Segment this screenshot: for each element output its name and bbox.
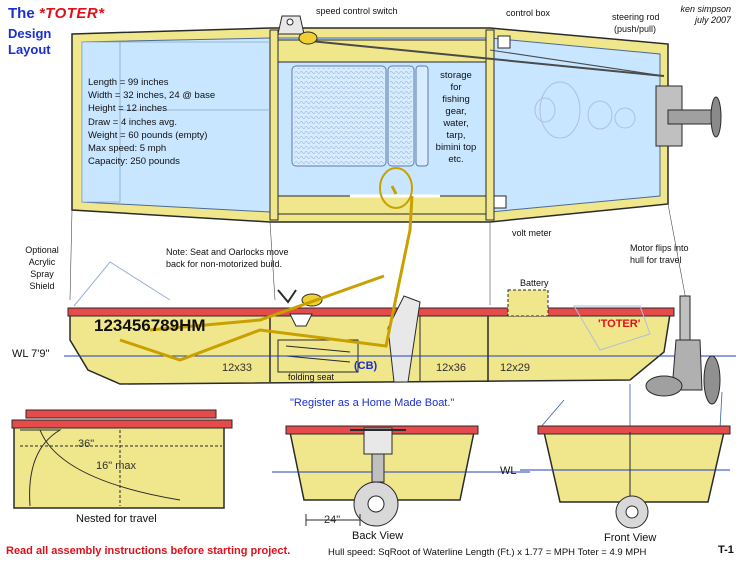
storage-line: bimini top bbox=[435, 142, 477, 153]
back-view-width: 24" bbox=[324, 514, 341, 526]
author-block: ken simpson july 2007 bbox=[680, 4, 731, 26]
storage-line: water, bbox=[443, 118, 469, 129]
spec-width: Width = 32 inches, 24 @ base bbox=[88, 90, 216, 102]
hull-name-mark: 'TOTER' bbox=[598, 318, 641, 330]
storage-line: tarp, bbox=[446, 130, 466, 141]
nested-view bbox=[11, 409, 233, 509]
storage-line: for bbox=[450, 82, 462, 93]
sheet-number: T-1 bbox=[718, 544, 734, 556]
note-line-2: back for non-motorized build. bbox=[166, 259, 283, 269]
callout-control-box: control box bbox=[506, 8, 551, 18]
back-view-caption: Back View bbox=[352, 530, 404, 542]
shield-line-3: Spray bbox=[30, 269, 54, 279]
motor-line-1: Motor flips into bbox=[630, 243, 689, 253]
shield-line-4: Shield bbox=[29, 281, 55, 291]
callout-volt-meter: volt meter bbox=[512, 228, 552, 238]
spec-max-speed: Max speed: 5 mph bbox=[88, 143, 167, 155]
spec-length: Length = 99 inches bbox=[88, 77, 169, 88]
waterline-label: WL 7'9" bbox=[12, 348, 50, 360]
title: The *TOTER* bbox=[8, 5, 105, 22]
top-view bbox=[69, 15, 722, 305]
instructions-note: Read all assembly instructions before st… bbox=[6, 545, 291, 557]
side-view bbox=[64, 167, 736, 429]
title-prefix: The bbox=[8, 5, 39, 22]
storage-mesh bbox=[291, 65, 429, 167]
callout-steering-rod-sub: (push/pull) bbox=[614, 24, 657, 34]
specs-list: Length = 99 inches Width = 32 inches, 24… bbox=[88, 76, 215, 168]
cb-label: (CB) bbox=[354, 360, 378, 372]
panel-label-2: 12x36 bbox=[436, 362, 466, 374]
panel-label-3: 12x29 bbox=[500, 362, 530, 374]
spec-draw: Draw = 4 inches avg. bbox=[88, 116, 177, 128]
spec-weight: Weight = 60 pounds (empty) bbox=[88, 129, 208, 141]
build-note: Note: Seat and Oarlocks move back for no… bbox=[166, 246, 289, 270]
hull-number: 123456789HM bbox=[94, 316, 206, 335]
front-view bbox=[520, 425, 731, 529]
callout-steering-rod: steering rod bbox=[612, 12, 660, 22]
title-line3: Layout bbox=[8, 42, 51, 57]
title-line2: Design bbox=[8, 26, 52, 41]
shield-line-2: Acrylic bbox=[28, 257, 56, 267]
callout-speed-control: speed control switch bbox=[316, 6, 398, 16]
storage-line: gear, bbox=[445, 106, 467, 117]
storage-line: fishing bbox=[442, 94, 470, 105]
back-view-wl: WL bbox=[500, 465, 517, 477]
note-line-1: Note: Seat and Oarlocks move bbox=[166, 247, 289, 257]
nested-height: 16" max bbox=[96, 460, 136, 472]
storage-note: storage for fishing gear, water, tarp, b… bbox=[428, 70, 484, 166]
nested-caption: Nested for travel bbox=[76, 513, 157, 525]
back-view bbox=[272, 425, 530, 527]
spec-height: Height = 12 inches bbox=[88, 103, 167, 115]
folding-seat-label: folding seat bbox=[288, 372, 335, 382]
nested-width: 36" bbox=[78, 438, 95, 450]
register-note: "Register as a Home Made Boat." bbox=[290, 397, 455, 409]
shield-line-1: Optional bbox=[25, 245, 59, 255]
spec-capacity: Capacity: 250 pounds bbox=[88, 156, 180, 168]
callout-motor: Motor flips into hull for travel bbox=[630, 242, 689, 266]
motor-line-2: hull for travel bbox=[630, 255, 682, 265]
storage-line: storage bbox=[440, 70, 472, 81]
author-name: ken simpson bbox=[680, 4, 731, 14]
callout-spray-shield: Optional Acrylic Spray Shield bbox=[22, 244, 62, 292]
title-name: *TOTER* bbox=[38, 5, 105, 22]
panel-label-1: 12x33 bbox=[222, 362, 252, 374]
hull-speed-formula: Hull speed: SqRoot of Waterline Length (… bbox=[328, 547, 647, 558]
front-view-caption: Front View bbox=[604, 532, 657, 544]
callout-battery: Battery bbox=[520, 278, 549, 288]
storage-line: etc. bbox=[448, 154, 464, 165]
author-date: july 2007 bbox=[694, 15, 731, 25]
